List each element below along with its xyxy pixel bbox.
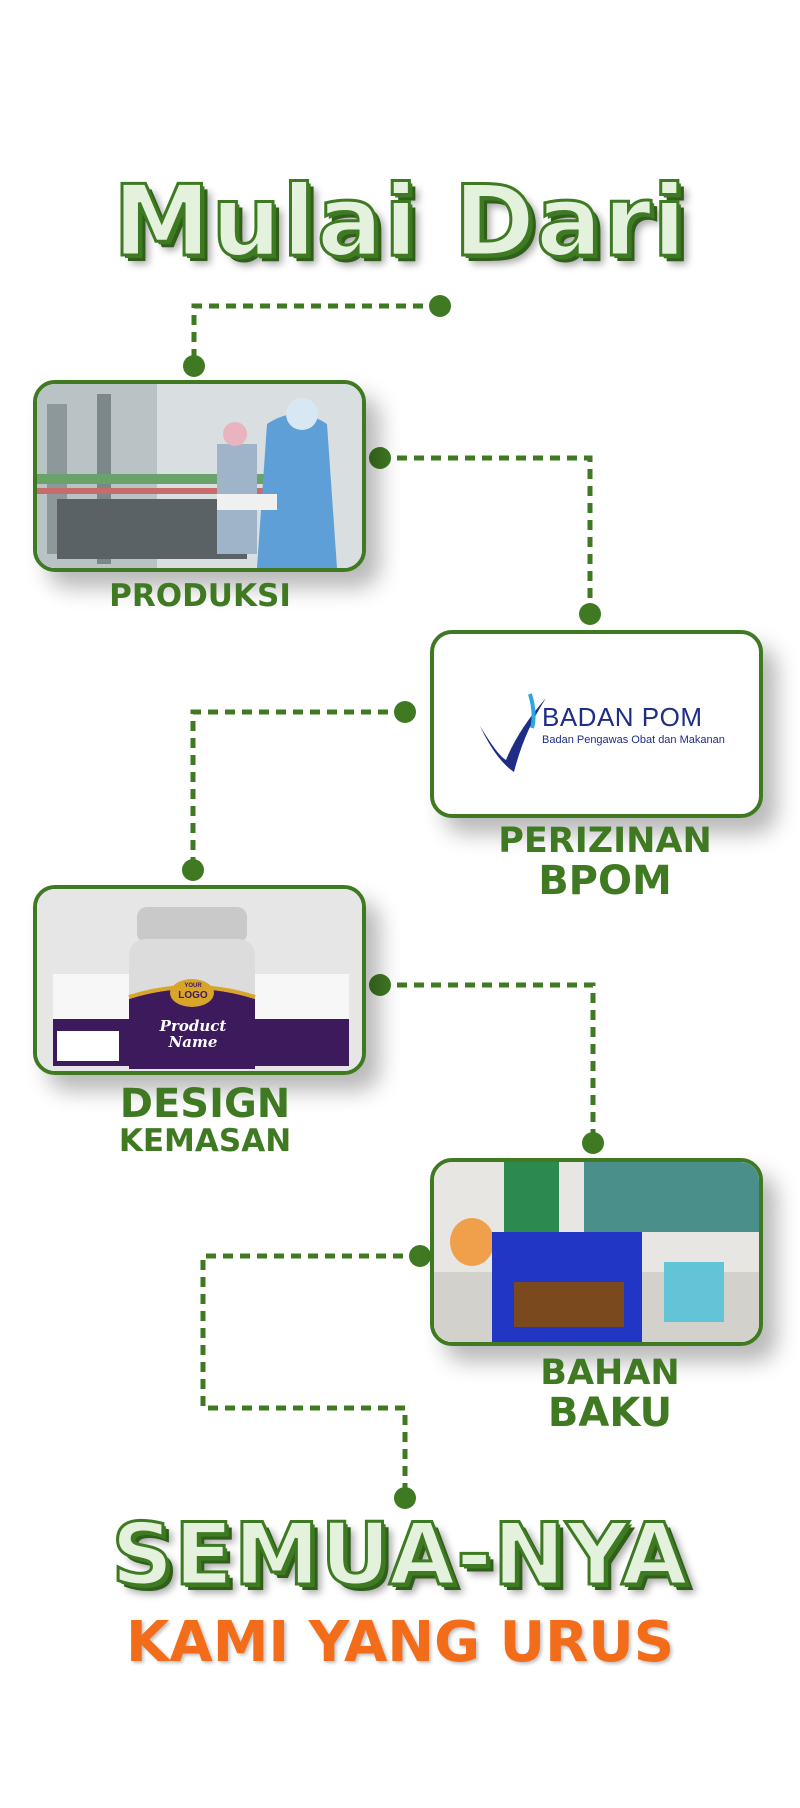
step-label-line2: BPOM	[538, 857, 672, 904]
raw-material-photo-icon	[434, 1162, 759, 1342]
bpom-logo-name: BADAN POM	[542, 702, 703, 732]
bpom-logo-text: BADAN POM	[542, 702, 703, 733]
mockup-logo-top: YOUR	[184, 983, 202, 989]
step-label-line2: BAKU	[547, 1389, 673, 1436]
step-label-design: DESIGN KEMASAN	[80, 1083, 330, 1158]
produksi-card	[33, 380, 366, 572]
step-label-perizinan: PERIZINAN BPOM	[470, 823, 740, 902]
production-photo-icon	[37, 384, 362, 568]
footer-title: SEMUA-NYA	[110, 1504, 689, 1607]
step-label-bahan-baku: BAHAN BAKU	[500, 1355, 720, 1434]
badan-pom-logo-icon	[480, 693, 546, 772]
step-label-produksi: PRODUKSI	[109, 578, 291, 614]
mockup-logo: LOGO	[178, 990, 208, 1001]
bpom-logo-subtext: Badan Pengawas Obat dan Makanan	[542, 734, 725, 746]
page-title: Mulai Dari	[111, 164, 688, 281]
step-label-line1: BAHAN	[540, 1353, 680, 1393]
footer-subtitle: KAMI YANG URUS	[125, 1610, 675, 1675]
mockup-name-line1: Product	[159, 1017, 227, 1035]
packaging-mockup-icon	[37, 889, 362, 1071]
mockup-name-line2: Name	[168, 1032, 218, 1051]
design-kemasan-card: YOUR LOGO Product Name	[33, 885, 366, 1075]
perizinan-card: BADAN POM Badan Pengawas Obat dan Makana…	[430, 630, 763, 818]
bahan-baku-card	[430, 1158, 763, 1346]
mockup-product-name: Product Name	[147, 1017, 239, 1051]
step-label-line1: PERIZINAN	[498, 821, 712, 861]
step-label-line1: DESIGN	[119, 1081, 291, 1127]
step-label-line2: KEMASAN	[118, 1123, 292, 1159]
